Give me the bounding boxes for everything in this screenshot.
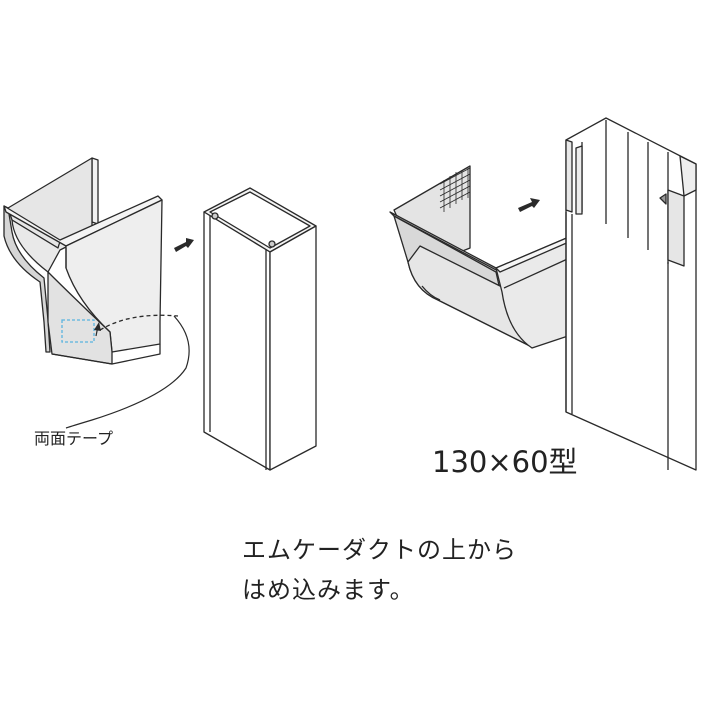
left-duct xyxy=(203,187,317,471)
right-fitting xyxy=(389,165,579,349)
caption-line-1: エムケーダクトの上から xyxy=(242,536,517,564)
tape-area xyxy=(61,319,95,343)
leader-line xyxy=(65,315,190,429)
left-fitting xyxy=(3,157,179,365)
model-label: 130×60型 xyxy=(432,445,578,479)
tape-arrowhead xyxy=(94,322,101,331)
insert-arrow-left xyxy=(174,238,194,252)
tape-label: 両面テープ xyxy=(34,429,113,448)
caption-line-2: はめ込みます。 xyxy=(242,576,415,604)
right-duct xyxy=(565,117,697,471)
insert-arrow-right xyxy=(518,198,540,212)
caption: エムケーダクトの上から はめ込みます。 xyxy=(242,530,517,610)
